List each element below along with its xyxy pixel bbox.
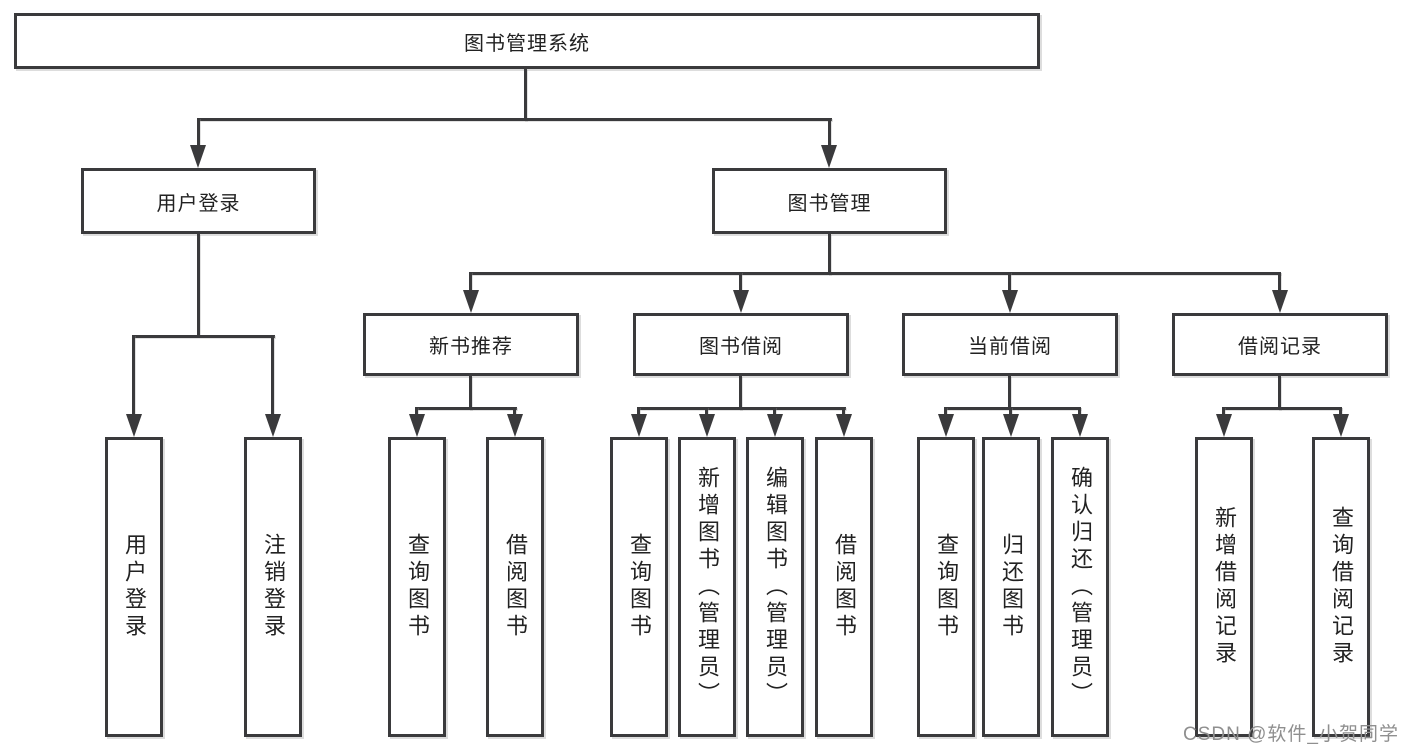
leaf-label: 查询图书 bbox=[934, 533, 959, 641]
leaf-add-books-admin: 新增图书（管理员） bbox=[678, 437, 736, 737]
connector-arrowhead bbox=[463, 290, 479, 313]
connector-line bbox=[773, 407, 776, 420]
connector-arrowhead bbox=[1333, 414, 1349, 437]
connector-line bbox=[513, 407, 516, 420]
connector-line bbox=[944, 407, 1081, 410]
node-label: 当前借阅 bbox=[968, 336, 1052, 358]
leaf-query-borrow-record: 查询借阅记录 bbox=[1312, 437, 1370, 737]
connector-line bbox=[1278, 376, 1281, 410]
node-label: 新书推荐 bbox=[429, 336, 513, 358]
connector-line bbox=[415, 407, 517, 410]
node-user-login: 用户登录 bbox=[81, 168, 316, 234]
leaf-query-books-borrow: 查询图书 bbox=[610, 437, 668, 737]
connector-arrowhead bbox=[1003, 414, 1019, 437]
connector-arrowhead bbox=[631, 414, 647, 437]
node-borrow-records: 借阅记录 bbox=[1172, 313, 1388, 376]
connector-arrowhead bbox=[507, 414, 523, 437]
csdn-watermark: CSDN @软件_小贺同学 bbox=[1183, 724, 1399, 745]
leaf-user-login: 用户登录 bbox=[105, 437, 163, 737]
leaf-logout-login: 注销登录 bbox=[244, 437, 302, 737]
connector-line bbox=[132, 335, 275, 338]
connector-arrowhead bbox=[733, 290, 749, 313]
connector-arrowhead bbox=[938, 414, 954, 437]
node-current-borrow: 当前借阅 bbox=[902, 313, 1118, 376]
connector-line bbox=[1222, 407, 1342, 410]
leaf-label: 新增借阅记录 bbox=[1212, 506, 1237, 668]
node-root: 图书管理系统 bbox=[14, 13, 1040, 69]
connector-line bbox=[197, 234, 200, 335]
connector-line bbox=[828, 234, 831, 275]
connector-line bbox=[197, 118, 832, 121]
node-label: 借阅记录 bbox=[1238, 336, 1322, 358]
leaf-confirm-return-admin: 确认归还（管理员） bbox=[1051, 437, 1109, 737]
connector-arrowhead bbox=[1072, 414, 1088, 437]
connector-arrowhead bbox=[190, 145, 206, 168]
connector-line bbox=[1078, 407, 1081, 420]
connector-line bbox=[271, 335, 274, 417]
connector-line bbox=[1222, 407, 1225, 420]
leaf-label: 查询图书 bbox=[627, 533, 652, 641]
connector-line bbox=[524, 69, 527, 121]
connector-line bbox=[469, 272, 1281, 275]
connector-line bbox=[1008, 272, 1011, 292]
connector-line bbox=[705, 407, 708, 420]
connector-line bbox=[1009, 407, 1012, 420]
leaf-label: 编辑图书（管理员） bbox=[763, 465, 788, 709]
leaf-label: 新增图书（管理员） bbox=[695, 465, 720, 709]
connector-line bbox=[828, 118, 831, 148]
leaf-borrow-books: 借阅图书 bbox=[815, 437, 873, 737]
connector-line bbox=[1008, 376, 1011, 410]
connector-arrowhead bbox=[265, 414, 281, 437]
connector-line bbox=[1339, 407, 1342, 420]
leaf-label: 确认归还（管理员） bbox=[1068, 465, 1093, 709]
connector-line bbox=[842, 407, 845, 420]
node-label: 图书借阅 bbox=[699, 336, 783, 358]
leaf-label: 注销登录 bbox=[261, 533, 286, 641]
leaf-label: 借阅图书 bbox=[832, 533, 857, 641]
connector-line bbox=[637, 407, 640, 420]
leaf-query-books-current: 查询图书 bbox=[917, 437, 975, 737]
connector-line bbox=[739, 272, 742, 292]
connector-arrowhead bbox=[409, 414, 425, 437]
connector-line bbox=[469, 376, 472, 410]
connector-arrowhead bbox=[836, 414, 852, 437]
leaf-label: 借阅图书 bbox=[503, 533, 528, 641]
connector-line bbox=[1278, 272, 1281, 292]
node-book-borrow: 图书借阅 bbox=[633, 313, 849, 376]
leaf-label: 归还图书 bbox=[999, 533, 1024, 641]
connector-line bbox=[197, 118, 200, 148]
connector-arrowhead bbox=[1272, 290, 1288, 313]
leaf-borrow-books-recommend: 借阅图书 bbox=[486, 437, 544, 737]
connector-arrowhead bbox=[821, 145, 837, 168]
leaf-add-borrow-record: 新增借阅记录 bbox=[1195, 437, 1253, 737]
node-label: 用户登录 bbox=[156, 192, 241, 215]
node-label: 图书管理 bbox=[787, 192, 872, 215]
leaf-edit-books-admin: 编辑图书（管理员） bbox=[746, 437, 804, 737]
leaf-label: 用户登录 bbox=[122, 533, 147, 641]
connector-line bbox=[637, 407, 846, 410]
node-new-book-recommend: 新书推荐 bbox=[363, 313, 579, 376]
connector-arrowhead bbox=[126, 414, 142, 437]
connector-arrowhead bbox=[1002, 290, 1018, 313]
leaf-label: 查询图书 bbox=[405, 533, 430, 641]
connector-arrowhead bbox=[767, 414, 783, 437]
node-root-label: 图书管理系统 bbox=[464, 32, 590, 55]
connector-arrowhead bbox=[1216, 414, 1232, 437]
leaf-query-books-recommend: 查询图书 bbox=[388, 437, 446, 737]
connector-line bbox=[739, 376, 742, 410]
connector-arrowhead bbox=[699, 414, 715, 437]
connector-line bbox=[132, 335, 135, 417]
leaf-label: 查询借阅记录 bbox=[1329, 506, 1354, 668]
connector-line bbox=[415, 407, 418, 420]
node-book-management: 图书管理 bbox=[712, 168, 947, 234]
connector-line bbox=[944, 407, 947, 420]
leaf-return-books: 归还图书 bbox=[982, 437, 1040, 737]
connector-line bbox=[469, 272, 472, 292]
